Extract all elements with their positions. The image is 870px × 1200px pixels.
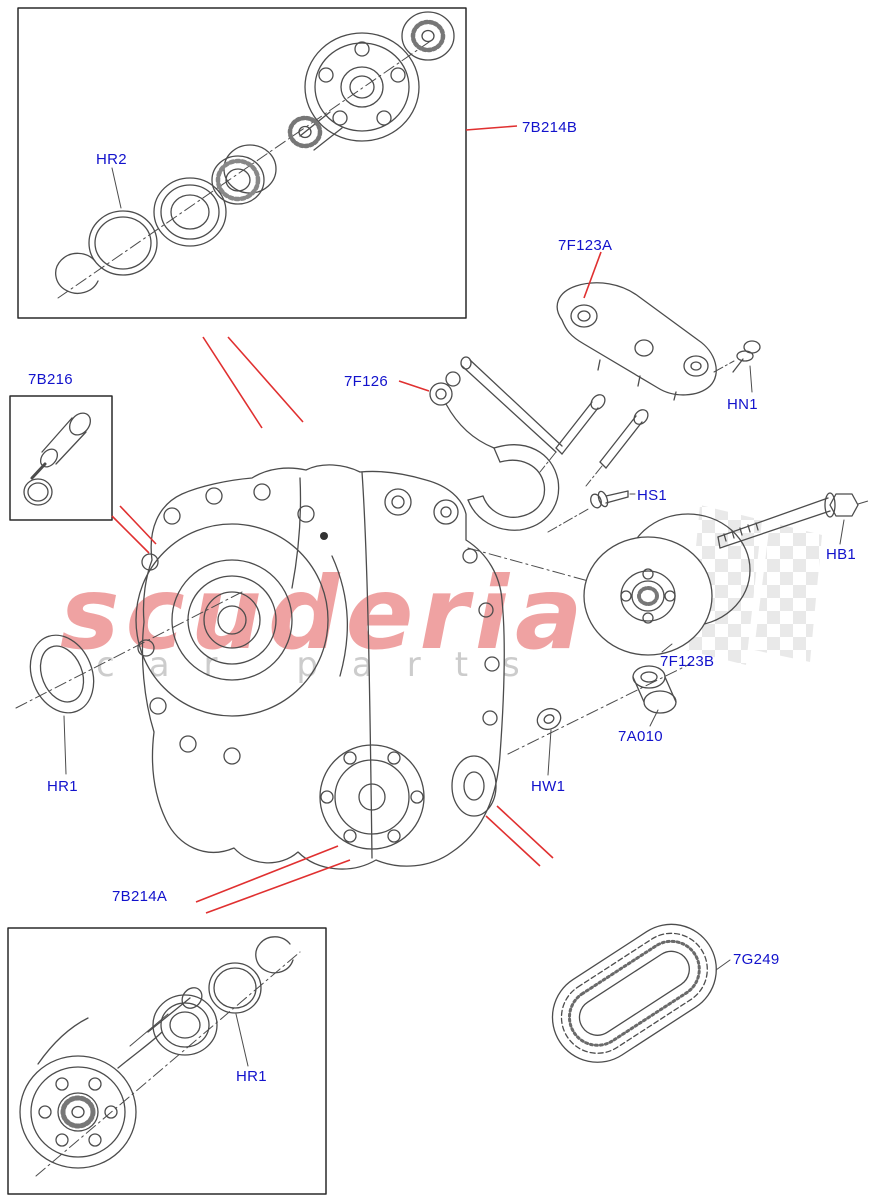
drive-flange xyxy=(287,32,420,151)
washer-hw1 xyxy=(536,707,562,776)
part-label-hr1[interactable]: HR1 xyxy=(47,778,78,795)
output-flange xyxy=(19,987,203,1169)
inset-box-7b216 xyxy=(9,395,113,521)
clutch-drum xyxy=(467,513,751,656)
part-label-hb1[interactable]: HB1 xyxy=(826,546,857,563)
shift-fork xyxy=(429,356,563,531)
part-label-7b214a[interactable]: 7B214A xyxy=(112,888,168,905)
part-label-7a010[interactable]: 7A010 xyxy=(618,728,663,745)
circlip xyxy=(55,252,99,294)
part-label-7b214b[interactable]: 7B214B xyxy=(522,119,578,136)
flange-nut-hn1 xyxy=(713,340,761,393)
part-label-hw1[interactable]: HW1 xyxy=(531,778,566,795)
part-label-7f123a[interactable]: 7F123A xyxy=(558,237,613,254)
drive-chain xyxy=(551,923,731,1063)
watermark-text: scuderia car parts xyxy=(60,555,582,685)
transfer-case-housing xyxy=(15,464,505,870)
circlip xyxy=(255,936,294,974)
actuator-pin xyxy=(23,412,91,506)
seal-ring-hr1-inset xyxy=(208,962,262,1014)
leader-lines xyxy=(111,125,602,914)
inset-box-7b214b xyxy=(17,7,467,319)
part-label-7f126[interactable]: 7F126 xyxy=(344,373,389,390)
part-label-7b216[interactable]: 7B216 xyxy=(28,371,73,388)
part-label-hr2[interactable]: HR2 xyxy=(96,151,127,168)
sleeve-7a010 xyxy=(507,663,691,755)
bracket-bolt xyxy=(585,409,649,487)
part-label-hn1[interactable]: HN1 xyxy=(727,396,758,413)
splined-cap xyxy=(401,11,455,61)
inset-box-7b214a xyxy=(7,927,327,1195)
part-label-hr1-inset[interactable]: HR1 xyxy=(236,1068,267,1085)
oil-seal xyxy=(153,177,227,247)
bolt-hb1 xyxy=(717,492,869,549)
pump-cover xyxy=(319,744,425,850)
part-label-7g249[interactable]: 7G249 xyxy=(733,951,780,968)
mount-bracket xyxy=(539,282,761,487)
bolt-hs1 xyxy=(547,490,636,533)
seal-ring-hr2 xyxy=(88,210,158,276)
part-label-7f123b[interactable]: 7F123B xyxy=(660,653,715,670)
part-label-hs1[interactable]: HS1 xyxy=(637,487,668,504)
bearing xyxy=(211,144,277,205)
oil-seal xyxy=(152,994,218,1056)
bracket-bolt xyxy=(539,394,606,473)
seal-ring-hr1 xyxy=(29,634,95,714)
